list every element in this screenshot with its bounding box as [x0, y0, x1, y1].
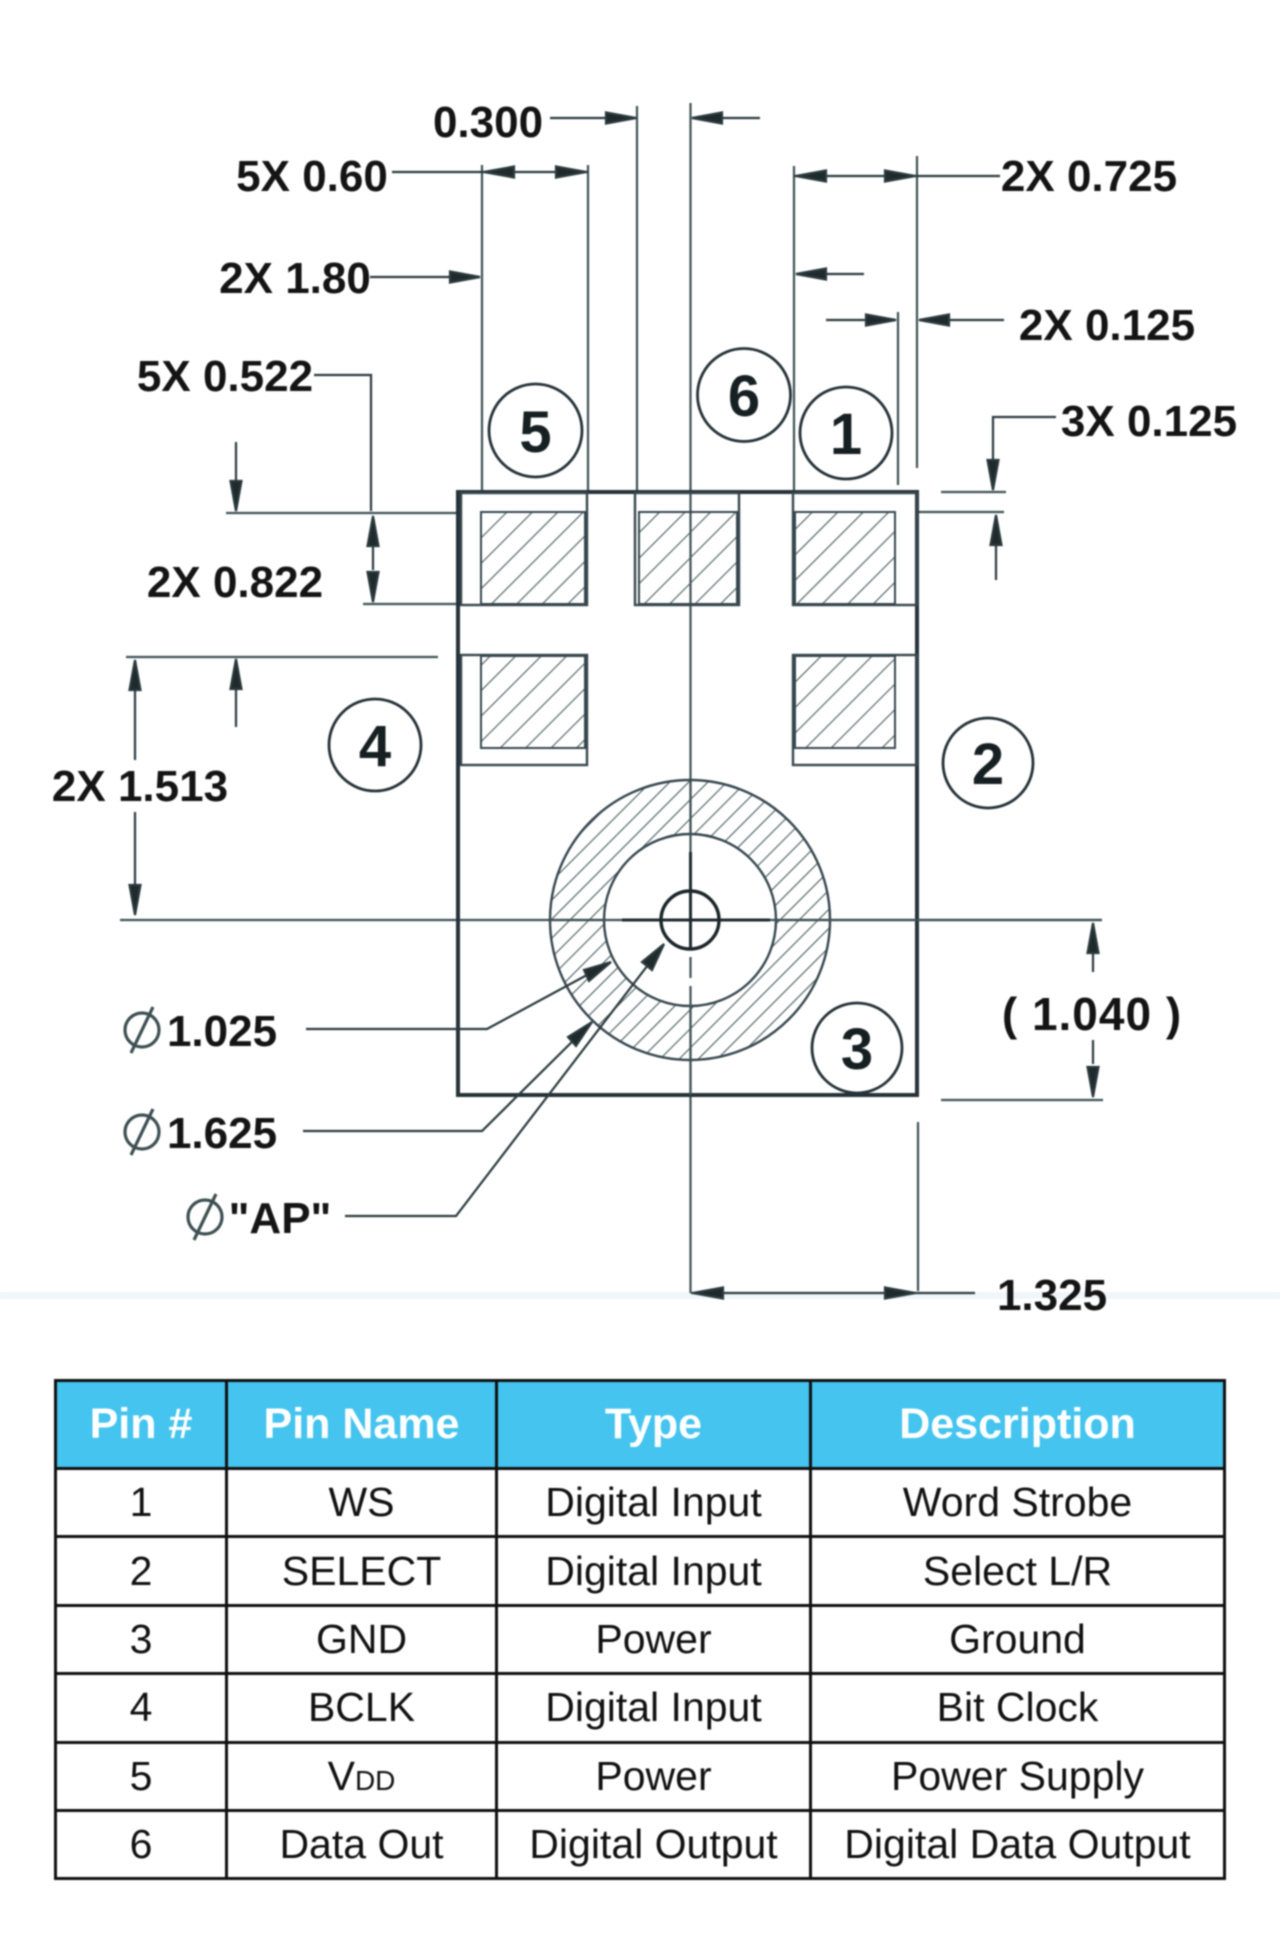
svg-text:2X 0.725: 2X 0.725 — [1001, 152, 1177, 201]
svg-text:6: 6 — [728, 364, 760, 429]
svg-text:2X 1.80: 2X 1.80 — [219, 254, 371, 303]
svg-text:1.625: 1.625 — [167, 1109, 277, 1158]
svg-text:4: 4 — [359, 714, 391, 779]
svg-text:1: 1 — [830, 402, 862, 467]
svg-text:"AP": "AP" — [229, 1194, 332, 1243]
svg-text:5: 5 — [519, 400, 551, 465]
svg-text:1.025: 1.025 — [167, 1007, 277, 1056]
svg-text:1.325: 1.325 — [997, 1271, 1107, 1320]
svg-text:( 1.040 ): ( 1.040 ) — [1002, 988, 1182, 1040]
svg-text:5X 0.522: 5X 0.522 — [137, 352, 313, 401]
svg-text:3X 0.125: 3X 0.125 — [1061, 397, 1237, 446]
svg-text:2X 0.125: 2X 0.125 — [1019, 301, 1195, 350]
svg-text:2X 0.822: 2X 0.822 — [147, 558, 323, 607]
svg-text:2: 2 — [972, 732, 1004, 797]
svg-text:0.300: 0.300 — [433, 98, 543, 147]
svg-text:5X 0.60: 5X 0.60 — [236, 152, 388, 201]
svg-text:2X 1.513: 2X 1.513 — [52, 762, 228, 811]
svg-text:3: 3 — [841, 1017, 873, 1082]
